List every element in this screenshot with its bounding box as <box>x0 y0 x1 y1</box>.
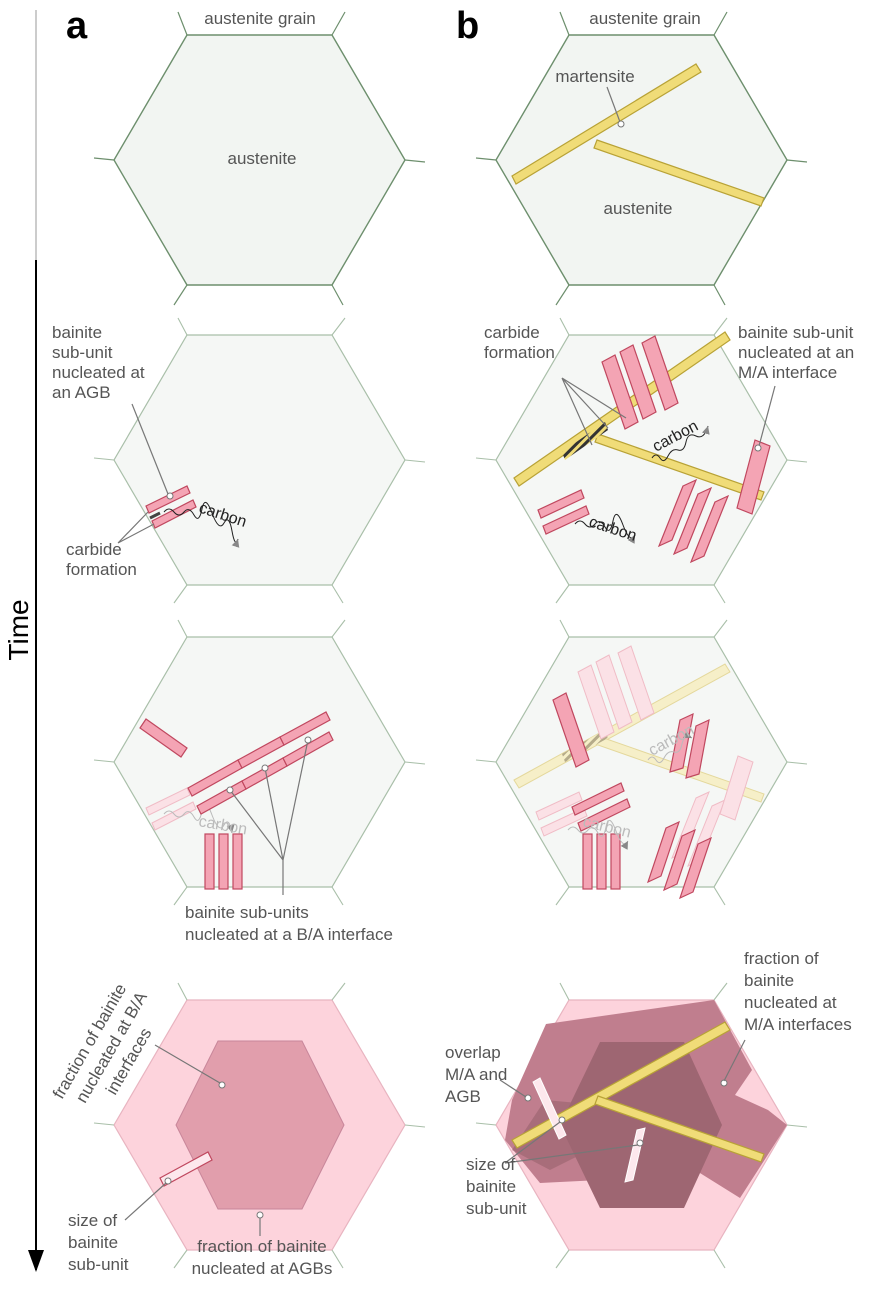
grain-b2: carbon carbon carbide formation bainite … <box>475 317 854 604</box>
grain-b1: austenite grain martensite austenite <box>475 9 808 306</box>
martensite-plate <box>511 63 702 185</box>
ma-label-line2: nucleated at an <box>738 343 854 362</box>
overlap-line3: AGB <box>445 1087 481 1106</box>
panel-label-a: a <box>66 5 88 47</box>
grain-label-b: austenite grain <box>589 9 701 28</box>
frac-ma-line1: fraction of <box>744 949 819 968</box>
overlap-line1: overlap <box>445 1043 501 1062</box>
agb-label-line1: bainite <box>52 323 102 342</box>
frac-agb-line1: fraction of bainite <box>197 1237 326 1256</box>
sub-unit-size-marker <box>159 1151 213 1187</box>
size-a-line1: size of <box>68 1211 117 1230</box>
bainite-sub-unit <box>151 499 197 529</box>
panel-label-b: b <box>456 5 479 47</box>
size-b-line3: sub-unit <box>466 1199 527 1218</box>
agb-label-line2: sub-unit <box>52 343 113 362</box>
grain-a3: carbon bainite sub-units nucleated at a … <box>93 619 426 944</box>
martensite-plate <box>593 139 765 207</box>
time-label: Time <box>3 599 34 660</box>
overlap-line2: M/A and <box>445 1065 507 1084</box>
size-b-line1: size of <box>466 1155 515 1174</box>
austenite-label-a: austenite <box>228 149 297 168</box>
ba-label-line1: bainite sub-units <box>185 903 309 922</box>
time-axis: Time <box>3 10 44 1272</box>
grain-a2: carbon bainite sub-unit nucleated at an … <box>52 317 426 604</box>
overlap-region <box>560 1042 722 1208</box>
carbide-label-a-line1: carbide <box>66 540 122 559</box>
ba-label-line2: nucleated at a B/A interface <box>185 925 393 944</box>
grain-b4: fraction of bainite nucleated at M/A int… <box>445 949 852 1269</box>
frac-ma-line2: bainite <box>744 971 794 990</box>
carbide-label-b-line1: carbide <box>484 323 540 342</box>
ma-label-line1: bainite sub-unit <box>738 323 854 342</box>
grain-b3: carbon carbon <box>475 619 808 906</box>
grain-a4: size of bainite sub-unit fraction of bai… <box>49 980 426 1278</box>
ba-fraction-region <box>175 1040 345 1210</box>
size-a-line2: bainite <box>68 1233 118 1252</box>
martensite-label: martensite <box>555 67 634 86</box>
grain-label-a: austenite grain <box>204 9 316 28</box>
austenite-label-b: austenite <box>604 199 673 218</box>
agb-label-line4: an AGB <box>52 383 111 402</box>
bainite-sub-unit <box>145 485 191 514</box>
size-a-line3: sub-unit <box>68 1255 129 1274</box>
frac-ma-line3: nucleated at <box>744 993 837 1012</box>
agb-label-line3: nucleated at <box>52 363 145 382</box>
carbide-label-b-line2: formation <box>484 343 555 362</box>
carbide-label-a-line2: formation <box>66 560 137 579</box>
ma-label-line3: M/A interface <box>738 363 837 382</box>
size-b-line2: bainite <box>466 1177 516 1196</box>
frac-agb-line2: nucleated at AGBs <box>192 1259 333 1278</box>
frac-ma-line4: M/A interfaces <box>744 1015 852 1034</box>
grain-a1: austenite grain austenite <box>93 9 426 306</box>
